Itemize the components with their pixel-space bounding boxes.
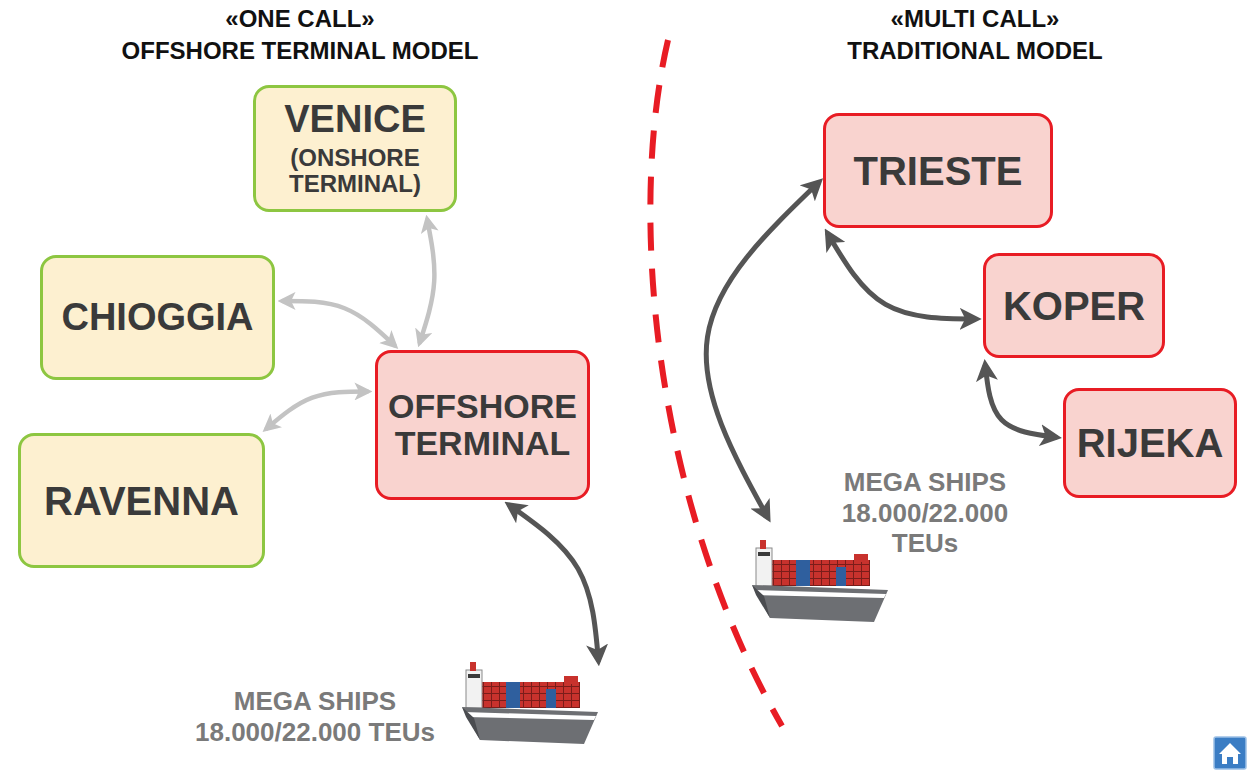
port-name: RAVENNA bbox=[44, 479, 239, 523]
flow-arrow bbox=[510, 505, 599, 659]
ship-shape bbox=[462, 662, 598, 744]
header-label: «ONE CALL» bbox=[50, 6, 550, 32]
ship-shape bbox=[752, 540, 888, 622]
port-name: TRIESTE bbox=[854, 149, 1023, 193]
ship-capacity-text: MEGA SHIPS 18.000/22.000 TEUs bbox=[825, 467, 1025, 559]
port-name: CHIOGGIA bbox=[61, 297, 253, 339]
header-label: OFFSHORE TERMINAL MODEL bbox=[50, 38, 550, 64]
flow-arrow bbox=[706, 183, 818, 517]
ship-capacity-text: MEGA SHIPS 18.000/22.000 TEUs bbox=[180, 686, 450, 747]
port-box: RAVENNA bbox=[18, 433, 265, 568]
port-name: KOPER bbox=[1003, 284, 1145, 328]
terminal-box: KOPER bbox=[983, 253, 1165, 358]
flow-arrow bbox=[267, 391, 367, 428]
port-box: CHIOGGIA bbox=[40, 255, 275, 380]
flow-arrow bbox=[985, 366, 1055, 438]
home-icon-house bbox=[1219, 743, 1241, 764]
header-label: «MULTI CALL» bbox=[725, 6, 1225, 32]
port-name: VENICE bbox=[284, 99, 425, 141]
terminal-box: OFFSHORE TERMINAL bbox=[375, 350, 590, 500]
port-name: OFFSHORE TERMINAL bbox=[388, 388, 577, 463]
home-icon-bg bbox=[1214, 737, 1246, 769]
divider-line bbox=[650, 40, 782, 726]
terminal-box: TRIESTE bbox=[823, 113, 1053, 228]
port-box: VENICE(ONSHORE TERMINAL) bbox=[253, 85, 457, 212]
flow-arrow bbox=[283, 301, 394, 345]
ship-illustration bbox=[750, 530, 890, 625]
ship-node: MEGA SHIPS 18.000/22.000 TEUs bbox=[745, 465, 1035, 645]
port-note: (ONSHORE TERMINAL) bbox=[266, 145, 444, 198]
header-label: TRADITIONAL MODEL bbox=[725, 38, 1225, 64]
flow-arrow bbox=[828, 234, 975, 319]
terminal-box: RIJEKA bbox=[1063, 388, 1237, 498]
home-icon bbox=[1214, 737, 1246, 769]
port-name: RIJEKA bbox=[1077, 421, 1224, 465]
ship-node: MEGA SHIPS 18.000/22.000 TEUs bbox=[180, 640, 610, 755]
ship-illustration bbox=[460, 652, 600, 747]
flow-arrow bbox=[420, 220, 435, 342]
